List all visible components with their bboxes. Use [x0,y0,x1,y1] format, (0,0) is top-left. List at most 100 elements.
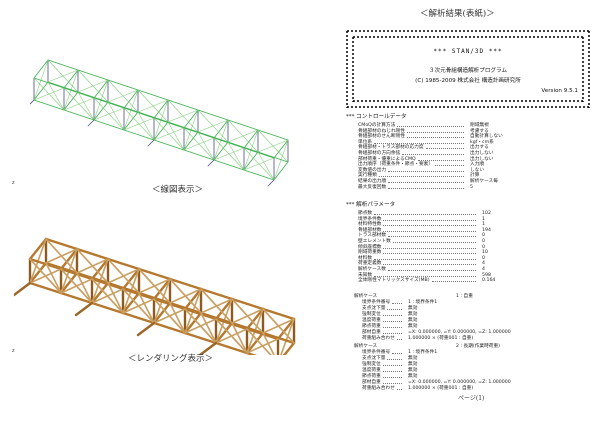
chord-member [121,311,156,325]
cross-beam [93,79,109,99]
chord-member [63,87,95,99]
listing-key: 境界条件番号 [362,350,391,355]
cross-beam [123,89,139,109]
diagonal-member [167,109,199,123]
listing-key: 節点荷重 [362,324,381,329]
listing-key: CMoQの計算方法 [358,123,396,128]
diagonal-member [215,328,248,344]
diagonal-member [47,69,79,83]
listing-row: 未知数 598 [358,272,491,279]
cross-beam [273,139,289,159]
diagonal-member [122,298,155,314]
listing-key: 荷重組み合わせ [362,336,395,341]
diagonal-member [184,318,217,334]
listing-value: 計算 [470,173,480,179]
case2-heading: 解析ケース 2 : 長期(作業時荷重) [354,344,500,350]
chord-member [33,77,65,89]
support-stub [87,119,95,127]
cross-beam [183,131,199,151]
listing-key: 境界条件番号 [362,300,391,305]
listing-value: 解析ケース毎 [470,179,498,184]
plan-brace [138,292,155,324]
leader-dots [374,275,476,277]
listing-value: 598 [482,272,491,278]
leader-dots [397,126,464,127]
cross-beam [183,109,199,129]
chord-member [90,301,125,315]
cross-beam [183,287,203,311]
chord-member [214,317,249,331]
listing-key: 支点沈下量 [362,356,386,361]
cross-beam [243,129,259,149]
listing-key: 骨組部材のねじれ剛性 [358,128,405,134]
cross-beam [59,271,79,295]
chord-member [28,257,63,271]
chord-member [227,141,259,153]
cross-beam [243,151,259,171]
chord-member [44,237,79,251]
cross-beam [276,317,296,341]
chord-member [167,99,199,111]
chord-member [213,159,245,171]
listing-value: 無効 [408,312,418,317]
cross-beam [123,111,139,131]
results-caption: ＜解析結果(表紙)＞ [420,9,495,19]
chord-member [107,101,139,113]
diagonal-member [77,79,109,93]
listing-key: 壁エレメント数 [358,239,391,244]
leader-dots [392,303,402,304]
listing-key: 節点荷重 [362,374,381,379]
support-stub [30,99,35,105]
cross-beam [93,101,109,121]
chord-member [183,331,218,345]
listing-key: 未知数 [358,272,373,278]
support-beam [198,341,218,355]
listing-value: 自動計算しない [470,134,503,140]
listing-value: 無効 [408,368,418,373]
chord-member [245,351,258,355]
listing-key: 剛域荷重数 [358,250,382,256]
cross-beam [245,307,265,331]
cross-beam [214,297,234,321]
diagonal-member [107,89,139,103]
leader-dots [382,321,402,322]
listing-value: 0 [482,233,485,239]
axis-label-top: z [12,180,15,186]
plan-brace [257,151,275,181]
chord-member [152,321,187,335]
axis-label-bottom: z [12,348,15,354]
plan-brace [107,101,125,131]
support-stub [267,179,275,187]
plan-brace [76,272,93,304]
chord-member [199,287,234,301]
listing-row: 強制変位無効 [362,362,417,368]
chord-member [33,99,65,111]
chord-member [59,291,94,305]
control-data-list: CMoQの計算方法剛域無視骨組部材のねじれ剛性考慮する骨組部材のせん断剛性自動計… [358,123,588,193]
cross-beam [214,321,234,345]
leader-dots [387,309,402,310]
plan-brace [47,81,65,111]
listing-value: 1 : 境界条件1 [408,300,438,305]
cross-beam [183,311,203,335]
leader-dots [374,214,476,215]
leader-dots [382,315,402,316]
listing-row: 境界条件番号 1 : 境界条件1 [362,300,437,306]
diagonal-member [123,117,155,131]
leader-dots [406,137,464,139]
chord-member [230,297,265,311]
listing-key: 出力順序（荷重条件・節点・要素） [358,162,434,168]
listing-key: 骨組部材のせん断剛性 [358,134,405,140]
plan-brace [169,302,186,334]
leader-dots [396,389,402,390]
diagonal-member [246,338,279,354]
leader-dots [374,142,464,144]
cross-beam [153,121,169,141]
cross-beam [33,81,49,101]
listing-value: 0 [482,255,485,261]
cross-beam [282,341,296,355]
